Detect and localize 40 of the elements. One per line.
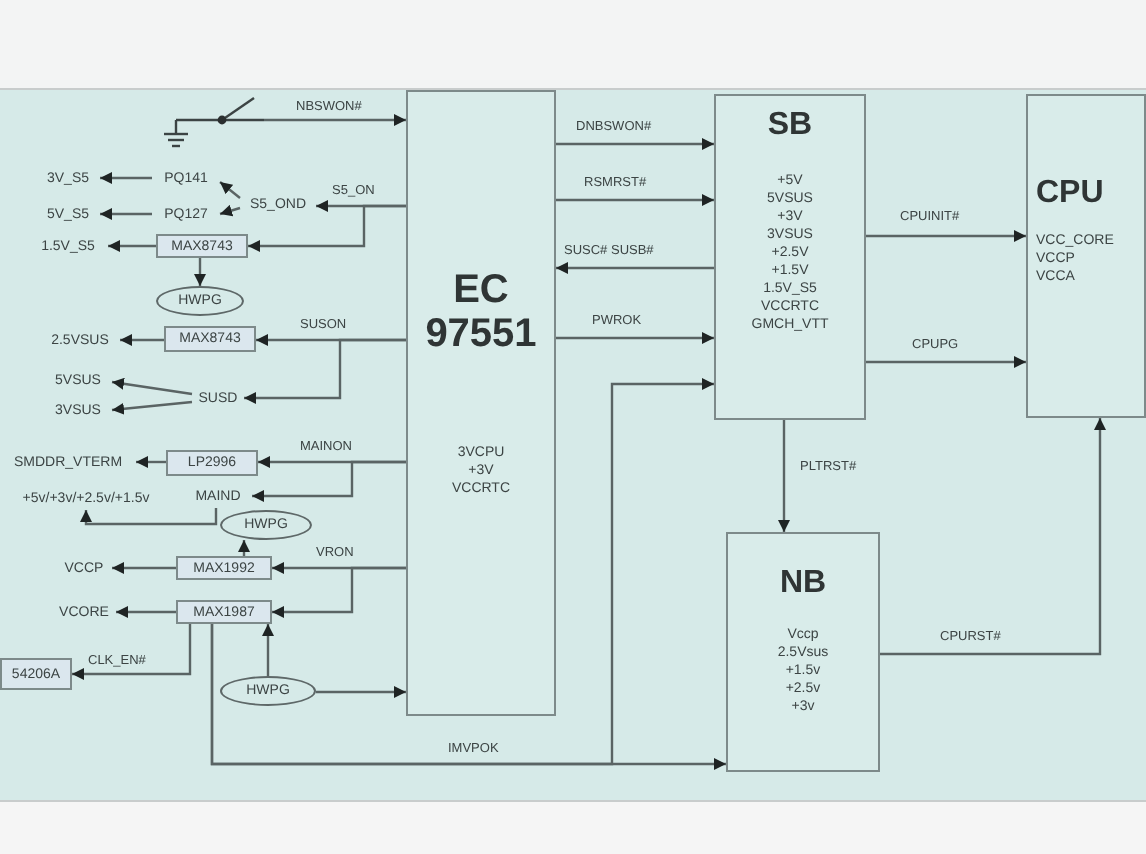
component-block [406,90,556,716]
arrow [252,460,406,502]
arrow [272,566,406,618]
arrow [880,418,1106,656]
arrow [866,356,1026,368]
arrow [219,181,241,199]
arrow [556,138,714,150]
arrow [778,420,790,532]
arrow [219,204,241,217]
arrow [111,377,193,396]
arrow [194,258,206,286]
arrow [120,334,164,346]
arrow [136,456,166,468]
block-title: CPU [1036,176,1104,212]
block-title: EC 97551 [423,268,539,356]
arrow [248,204,406,252]
arrow [866,230,1026,242]
arrow [556,262,714,274]
arrow [264,114,406,126]
arrow [556,194,714,206]
component-block [1026,94,1146,418]
arrow [316,686,406,698]
arrow [111,400,193,415]
arrow [112,562,176,574]
arrow [238,540,250,556]
component-block [714,94,866,420]
block-title: SB [767,108,813,144]
arrow [244,338,406,404]
component-block [726,532,880,772]
arrow [210,378,714,766]
arrow [100,208,152,220]
arrow [262,624,274,676]
arrow [116,606,176,618]
arrow [556,332,714,344]
arrow [72,624,192,680]
block-title: NB [779,566,827,602]
switch-symbol [164,92,264,152]
arrow [80,508,218,526]
arrow [108,240,156,252]
arrow [100,172,152,184]
